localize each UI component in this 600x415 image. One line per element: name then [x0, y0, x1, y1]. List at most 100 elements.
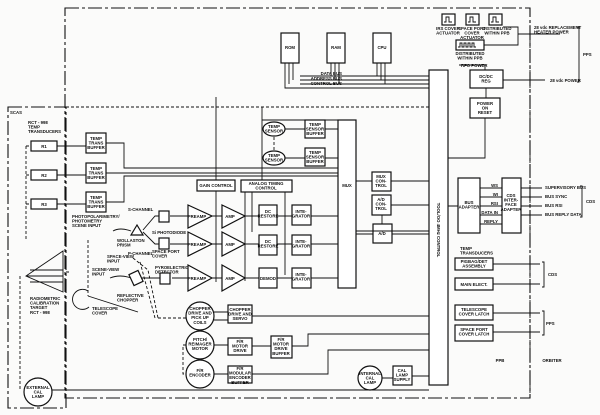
- label-line: SENSOR: [265, 158, 284, 163]
- label-line: DC/DC: [479, 74, 493, 79]
- label-line: ON: [482, 106, 488, 111]
- supervisory-bus-label: SUPERVISORY BUS: [545, 185, 586, 190]
- label-line: ADAPTER: [501, 207, 523, 212]
- gain-control-label: GAIN CONTROL: [199, 183, 233, 188]
- label-line: INTE-: [295, 209, 307, 214]
- heater-pulse-icon: [458, 42, 476, 48]
- preamp-3-label: PREAMP: [188, 276, 207, 281]
- label-line: FACE: [505, 202, 517, 207]
- telescope-cover-icon: [72, 288, 139, 313]
- chopper-servo-box: [227, 304, 253, 324]
- optics-dashes: [66, 240, 89, 296]
- label-line: TRANS: [89, 200, 104, 205]
- label-line: PIGBAG/DET: [461, 259, 488, 264]
- signal-rsi: RSI: [491, 201, 498, 206]
- ppb-boundary: [64, 7, 531, 399]
- transducer-lines: [57, 142, 338, 205]
- wollaston-prism-icon: [129, 223, 145, 236]
- label-line: ENCODER: [189, 373, 211, 378]
- label-line: TEMP: [268, 124, 280, 129]
- fr-motor-drive-box: [227, 337, 253, 356]
- orbiter-label: ORBITER: [542, 358, 562, 363]
- scas-label: SCAS: [10, 110, 22, 115]
- s-channel-label: S-CHANNEL: [128, 207, 154, 212]
- label-line: SCENE INPUT: [72, 223, 101, 228]
- label-line: WOLLASTON: [117, 238, 145, 243]
- label-line: CHOPPER: [229, 307, 251, 312]
- signal-reply: REPLY: [484, 219, 498, 224]
- chopper-dashes: [132, 257, 159, 319]
- label-line: ACTUATOR: [460, 35, 485, 40]
- amp-3-label: AMP: [225, 276, 235, 281]
- scas-boundary: [7, 106, 67, 409]
- label-line: CHOPPER: [189, 306, 211, 311]
- label-line: PICK UP: [191, 315, 209, 320]
- transducer-dashes: [25, 145, 31, 240]
- label-line: TEMP: [309, 122, 321, 127]
- label-line: RESTORE: [258, 244, 279, 249]
- rfo-power-label: RFO POWER: [461, 63, 488, 68]
- label-line: SENSOR: [306, 155, 325, 160]
- label-line: MUX: [376, 174, 386, 179]
- label-line: BUFFER: [306, 131, 324, 136]
- label-line: TRANS: [89, 171, 104, 176]
- label-line: TARGET: [30, 305, 48, 310]
- pps-lower-lines: [493, 310, 545, 336]
- label-line: RESET: [478, 110, 493, 115]
- label-line: COVER LATCH: [459, 312, 490, 317]
- label-line: SENSOR: [306, 127, 325, 132]
- label-line: DETECTOR: [155, 270, 179, 275]
- label-line: POWER: [477, 101, 494, 106]
- dc-restore-1: [258, 204, 278, 226]
- label-line: CON-: [376, 202, 388, 207]
- label-line: SUPPLY: [394, 377, 411, 382]
- label-line: PRISM: [117, 243, 131, 248]
- reset-line: [448, 118, 486, 159]
- label-line: CHOPPER: [117, 298, 139, 303]
- heater-lines: [484, 26, 560, 46]
- label-line: REFLECTIVE: [117, 293, 144, 298]
- label-line: ADAPTER: [459, 205, 481, 210]
- signal-ws: WS: [491, 183, 498, 188]
- preamp-1-label: PREAMP: [188, 214, 207, 219]
- label-line: GRATOR: [292, 277, 311, 282]
- mux-ad-lines: [356, 180, 429, 235]
- label-line: REG: [481, 79, 491, 84]
- label-line: CAL: [366, 376, 375, 381]
- label-line: EXTERNAL: [26, 385, 50, 390]
- label-line: 28 vdc REPLACEMENT: [534, 25, 582, 30]
- bus-sync-label: BUS SYNC: [545, 194, 567, 199]
- label-line: SPACE PORT: [460, 327, 488, 332]
- label-line: COVER: [464, 31, 480, 36]
- encoder-lines: [214, 349, 429, 375]
- label-line: BUFFER: [231, 380, 249, 385]
- label-line: COVER: [152, 254, 168, 259]
- preamp-1: [187, 204, 214, 229]
- label-line: BUFFER: [87, 175, 105, 180]
- label-line: F/R: [197, 368, 205, 373]
- cds-interface-adapter-box: [501, 177, 522, 234]
- control-bus-label: CONTROL BUS: [311, 81, 343, 86]
- integrator-2: [291, 234, 312, 256]
- space-port-actuator-box: [465, 13, 480, 26]
- label-line: CON-: [376, 179, 388, 184]
- label-line: TROL: [375, 206, 387, 211]
- control-block: [428, 69, 449, 386]
- integrator-1: [291, 204, 312, 226]
- chopper-drive-coils: [185, 301, 215, 331]
- data-bus-label: DATA BUS: [321, 71, 343, 76]
